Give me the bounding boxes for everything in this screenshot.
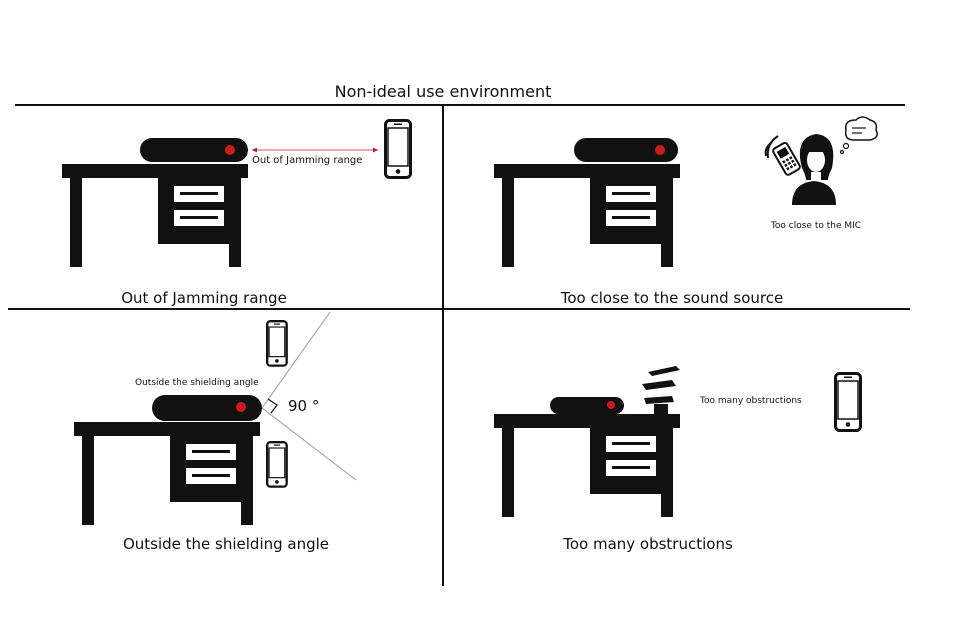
middle-divider (8, 308, 910, 310)
obstruction-stack-icon (642, 366, 680, 414)
panel-too-many-obstructions: Too many obstructions Too many obstructi… (494, 366, 862, 553)
phone-icon (834, 372, 862, 432)
desk (74, 422, 260, 525)
phone-icon-bottom (265, 441, 288, 488)
soundbar-device (550, 397, 624, 414)
desk (62, 164, 248, 267)
range-arrow-head-right (373, 147, 378, 153)
diagram-title: Non-ideal use environment (335, 82, 552, 101)
mic-annotation: Too close to the MIC (770, 221, 861, 231)
panel-too-close-to-sound-source: Too close to the MIC Too close to the so… (494, 116, 878, 307)
phone-icon (384, 119, 412, 179)
obstruction-annotation: Too many obstructions (699, 396, 802, 406)
indicator-light (655, 145, 665, 155)
soundbar-device (140, 138, 248, 162)
panel-out-of-jamming-range: Out of Jamming range Out of Jamming rang… (62, 119, 412, 307)
panel-caption: Too many obstructions (562, 535, 733, 553)
panel-outside-shielding-angle: Outside the shielding angle 90 ° Outside… (74, 311, 357, 553)
vertical-divider (442, 106, 444, 586)
panel-caption: Out of Jamming range (121, 289, 287, 307)
range-arrow-head-left (252, 147, 257, 153)
soundbar-device (574, 138, 678, 162)
right-angle-marker (267, 398, 278, 414)
indicator-light (225, 145, 235, 155)
desk (494, 414, 680, 517)
shielding-annotation: Outside the shielding angle (135, 378, 259, 388)
panel-caption: Too close to the sound source (560, 289, 783, 307)
desk (494, 164, 680, 267)
speech-bubble-icon (839, 116, 878, 155)
panel-caption: Outside the shielding angle (123, 535, 329, 553)
top-divider (15, 104, 905, 106)
indicator-light (236, 402, 246, 412)
range-annotation: Out of Jamming range (252, 155, 362, 166)
indicator-light (607, 401, 615, 409)
angle-line-upper (261, 311, 331, 409)
angle-label: 90 ° (288, 397, 319, 415)
angle-line-lower (261, 407, 357, 481)
person-on-phone-icon (764, 134, 836, 205)
phone-icon-top (265, 320, 288, 367)
soundbar-device (152, 395, 262, 421)
